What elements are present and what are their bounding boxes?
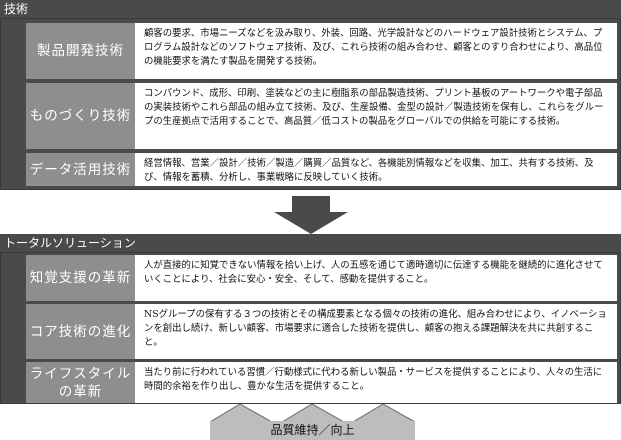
- technology-row-data-utilization: データ活用技術 経営情報、営業／設計／技術／製造／購買／品質など、各機能別情報な…: [26, 153, 617, 186]
- technology-label: ものづくり技術: [26, 83, 136, 149]
- solution-label: ライフスタイルの革新: [26, 362, 136, 403]
- technology-description: 経営情報、営業／設計／技術／製造／購買／品質など、各機能別情報などを収集、加工、…: [136, 153, 617, 186]
- solution-description: 当たり前に行われている習慣／行動様式に代わる新しい製品・サービスを提供することに…: [136, 362, 617, 403]
- technology-description: コンパウンド、成形、印刷、塗装などの主に樹脂系の部品製造技術、プリント基板のアー…: [136, 83, 617, 149]
- solution-label: 知覚支援の革新: [26, 255, 136, 301]
- technology-title: 技術: [4, 2, 29, 16]
- technology-label: データ活用技術: [26, 153, 136, 186]
- solution-row-lifestyle: ライフスタイルの革新 当たり前に行われている習慣／行動様式に代わる新しい製品・サ…: [26, 362, 617, 403]
- roof-arrows-icon: [210, 403, 415, 422]
- solution-label: コア技術の進化: [26, 304, 136, 359]
- solution-row-core-technology: コア技術の進化 NSグループの保有する３つの技術とその構成要素となる個々の技術の…: [26, 304, 617, 359]
- technology-description: 顧客の要求、市場ニーズなどを汲み取り、外装、回路、光学設計などのハードウェア設計…: [136, 23, 617, 79]
- solution-header: トータルソリューション: [0, 234, 621, 252]
- technology-header: 技術: [0, 0, 621, 18]
- technology-panel: 製品開発技術 顧客の要求、市場ニーズなどを汲み取り、外装、回路、光学設計などのハ…: [0, 18, 621, 190]
- solution-row-perception: 知覚支援の革新 人が直接的に知覚できない情報を拾い上げ、人の五感を通じて適時適切…: [26, 255, 617, 301]
- down-arrow-icon: [274, 196, 348, 234]
- technology-row-manufacturing: ものづくり技術 コンパウンド、成形、印刷、塗装などの主に樹脂系の部品製造技術、プ…: [26, 83, 617, 149]
- solution-panel: 知覚支援の革新 人が直接的に知覚できない情報を拾い上げ、人の五感を通じて適時適切…: [0, 252, 621, 404]
- technology-row-product-development: 製品開発技術 顧客の要求、市場ニーズなどを汲み取り、外装、回路、光学設計などのハ…: [26, 23, 617, 79]
- technology-label: 製品開発技術: [26, 23, 136, 79]
- solution-description: 人が直接的に知覚できない情報を拾い上げ、人の五感を通じて適時適切に伝達する機能を…: [136, 255, 617, 301]
- solution-description: NSグループの保有する３つの技術とその構成要素となる個々の技術の進化、組み合わせ…: [136, 304, 617, 359]
- quality-footer: 品質維持／向上: [210, 421, 415, 440]
- footer-label: 品質維持／向上: [270, 423, 355, 437]
- solution-title: トータルソリューション: [4, 236, 136, 250]
